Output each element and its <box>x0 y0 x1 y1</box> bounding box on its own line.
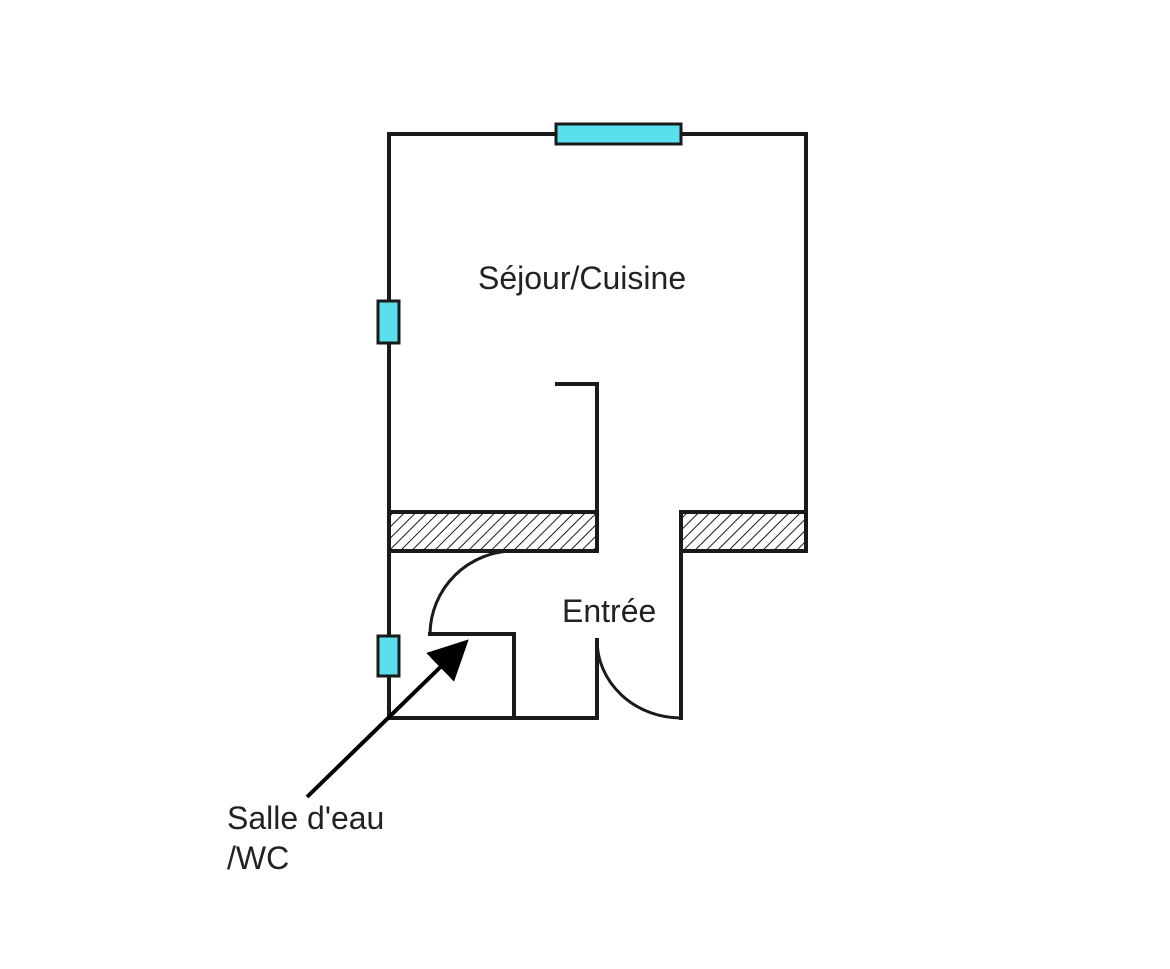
callout-label-line2: /WC <box>227 840 289 876</box>
room-label-entree: Entrée <box>562 593 656 629</box>
kitchen-partition <box>555 382 599 514</box>
window-left-upper <box>376 299 401 345</box>
window-left-lower <box>376 634 401 678</box>
bathroom-door-swing <box>428 549 515 635</box>
hatched-wall-left <box>387 510 599 553</box>
hatched-wall-right <box>679 510 808 553</box>
entrance-door-swing <box>595 639 682 720</box>
callout-label-line1: Salle d'eau <box>227 800 384 836</box>
room-label-sejour: Séjour/Cuisine <box>478 260 686 296</box>
window-top <box>554 122 683 146</box>
callout-arrow <box>305 639 469 799</box>
bathroom-partition <box>428 632 516 720</box>
